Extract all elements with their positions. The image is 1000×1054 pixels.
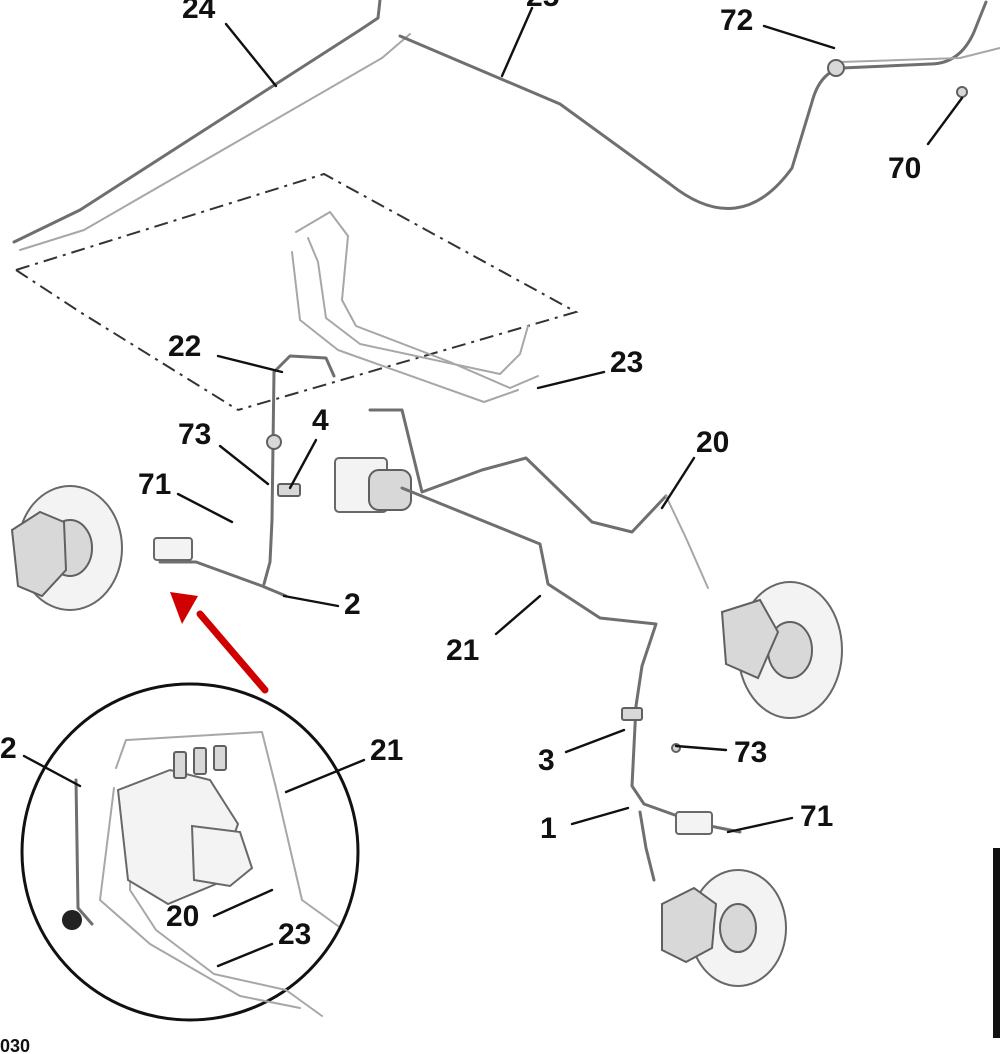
callout-25: 25 — [526, 0, 559, 13]
callout-22: 22 — [168, 330, 201, 363]
flexible-hose-bracket-left — [153, 537, 193, 561]
front-right-caliper — [720, 598, 780, 680]
brake-line-23-lower — [291, 251, 519, 403]
callout-23-detail: 23 — [278, 918, 311, 951]
callout-24: 24 — [182, 0, 216, 25]
highlight-arrow-shaft — [196, 610, 269, 694]
dashed-body-outline — [15, 172, 579, 411]
leader-72 — [762, 24, 836, 50]
highlight-arrow-head — [170, 592, 198, 624]
detail-port-1 — [173, 751, 187, 779]
clip-70 — [956, 86, 968, 98]
callout-72: 72 — [720, 4, 753, 37]
leader-23-top — [536, 370, 606, 390]
leader-70 — [926, 96, 964, 146]
leader-1 — [570, 806, 630, 826]
leader-21-detail — [284, 758, 366, 794]
detail-port-3 — [213, 745, 227, 771]
leader-71-right — [726, 816, 794, 834]
callout-4: 4 — [312, 404, 329, 437]
callout-21-main: 21 — [446, 634, 479, 667]
leader-24 — [224, 22, 278, 88]
brake-line-70 — [839, 47, 1000, 63]
callout-2-main: 2 — [344, 588, 361, 621]
callout-71-right: 71 — [800, 800, 833, 833]
brake-line-20 — [368, 408, 668, 534]
leader-2-main — [282, 594, 340, 608]
callout-20-top: 20 — [696, 426, 729, 459]
union-72 — [827, 59, 845, 77]
callout-1: 1 — [540, 812, 557, 845]
brake-line-24 — [12, 0, 382, 244]
callout-70: 70 — [888, 152, 921, 185]
leader-4 — [288, 438, 318, 490]
flexible-hose-bracket-right — [675, 811, 713, 835]
callout-71-left: 71 — [138, 468, 171, 501]
callout-21-detail: 21 — [370, 734, 403, 767]
callout-73-right: 73 — [734, 736, 767, 769]
brake-line-23-loop — [295, 211, 539, 389]
leader-20-top — [660, 456, 696, 510]
leader-25 — [500, 6, 534, 78]
brake-line-2-horizontal — [158, 560, 288, 598]
right-edge-frame — [993, 848, 1000, 1038]
detail-line-2 — [74, 778, 94, 926]
detail-port-2 — [193, 747, 207, 775]
grommet-73-left — [266, 434, 282, 450]
detail-line-23 — [99, 787, 301, 1009]
callout-3: 3 — [538, 744, 555, 777]
callout-23-top: 23 — [610, 346, 643, 379]
rear-right-caliper — [661, 886, 718, 964]
detail-grommet — [62, 910, 82, 930]
brake-line-21 — [400, 486, 658, 708]
detail-line-21 — [115, 731, 339, 927]
leader-71-left — [176, 492, 234, 524]
clip-3 — [621, 707, 643, 721]
leader-73-right — [674, 744, 728, 752]
brake-line-1 — [630, 704, 742, 834]
leader-20-detail — [212, 888, 274, 918]
leader-73-left — [218, 444, 270, 486]
leader-23-detail — [216, 942, 274, 968]
rear-right-brake-hub — [719, 903, 757, 953]
abs-unit-motor — [368, 469, 412, 511]
leader-2-detail — [22, 754, 82, 788]
leader-3 — [564, 728, 626, 754]
callout-20-detail: 20 — [166, 900, 199, 933]
brake-line-22 — [272, 354, 336, 378]
brake-line-20-right — [665, 495, 709, 589]
callout-73-left: 73 — [178, 418, 211, 451]
brake-line-24-parallel — [19, 33, 411, 251]
left-caliper — [10, 510, 68, 598]
clip-4 — [277, 483, 301, 497]
leader-21-main — [494, 594, 542, 636]
leader-22 — [216, 354, 284, 374]
detail-motor — [190, 824, 254, 888]
dashed-body-outline-lower — [15, 269, 239, 411]
figure-code: 030 — [0, 1036, 30, 1054]
brake-line-2-vertical — [262, 370, 276, 586]
brake-line-1-lower — [638, 810, 656, 882]
brake-line-23-parallel — [307, 237, 529, 375]
callout-2-detail: 2 — [0, 732, 17, 765]
